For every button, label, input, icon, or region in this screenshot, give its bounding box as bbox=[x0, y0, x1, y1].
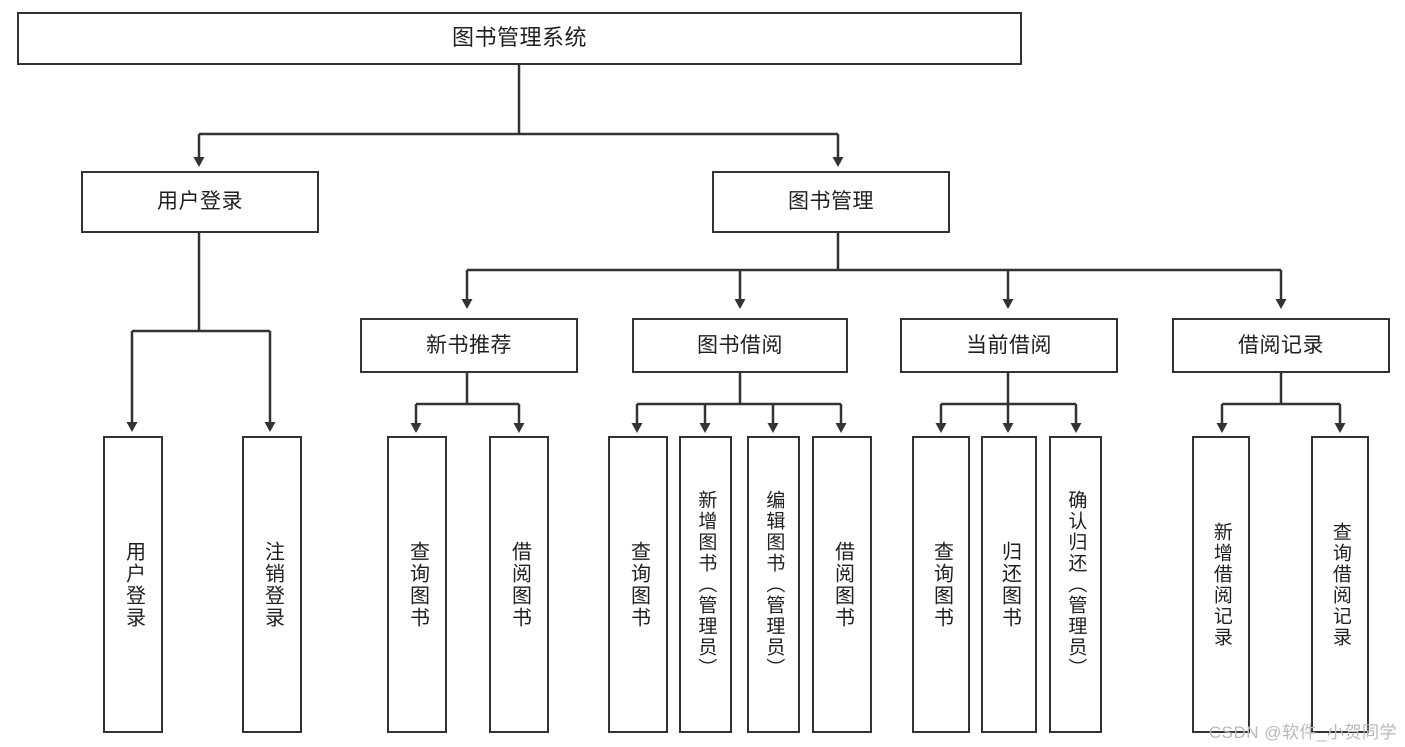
node-leaf-query-book-1-label: 查询图书 bbox=[406, 540, 429, 629]
node-new-book-rec[interactable]: 新书推荐 bbox=[360, 318, 578, 373]
node-root[interactable]: 图书管理系统 bbox=[17, 12, 1022, 65]
node-leaf-add-book-label: 新增图书（管理员） bbox=[695, 490, 717, 679]
node-book-borrow[interactable]: 图书借阅 bbox=[632, 318, 848, 373]
node-borrow-record-label: 借阅记录 bbox=[1238, 333, 1324, 357]
node-leaf-query-book-2-label: 查询图书 bbox=[627, 540, 650, 629]
node-leaf-return-book-label: 归还图书 bbox=[998, 540, 1021, 629]
node-leaf-logout[interactable]: 注销登录 bbox=[242, 436, 302, 733]
node-leaf-user-login-label: 用户登录 bbox=[122, 540, 145, 629]
node-leaf-query-record[interactable]: 查询借阅记录 bbox=[1311, 436, 1369, 733]
node-leaf-confirm-return-label: 确认归还（管理员） bbox=[1065, 490, 1087, 679]
node-user-login-label: 用户登录 bbox=[157, 190, 243, 214]
node-book-manage[interactable]: 图书管理 bbox=[712, 171, 950, 233]
csdn-watermark: CSDN @软件_小贺同学 bbox=[1208, 723, 1397, 742]
node-borrow-record[interactable]: 借阅记录 bbox=[1172, 318, 1390, 373]
node-leaf-return-book[interactable]: 归还图书 bbox=[981, 436, 1037, 733]
node-leaf-edit-book[interactable]: 编辑图书（管理员） bbox=[747, 436, 800, 733]
node-leaf-query-book-3[interactable]: 查询图书 bbox=[912, 436, 970, 733]
node-leaf-confirm-return[interactable]: 确认归还（管理员） bbox=[1049, 436, 1102, 733]
node-leaf-edit-book-label: 编辑图书（管理员） bbox=[763, 490, 785, 679]
node-root-label: 图书管理系统 bbox=[451, 25, 587, 51]
node-leaf-user-login[interactable]: 用户登录 bbox=[103, 436, 163, 733]
node-leaf-add-record[interactable]: 新增借阅记录 bbox=[1192, 436, 1250, 733]
node-current-borrow[interactable]: 当前借阅 bbox=[900, 318, 1118, 373]
node-leaf-query-book-1[interactable]: 查询图书 bbox=[387, 436, 447, 733]
node-book-borrow-label: 图书借阅 bbox=[697, 333, 783, 357]
node-leaf-borrow-book-1-label: 借阅图书 bbox=[508, 540, 531, 629]
node-leaf-borrow-book-2[interactable]: 借阅图书 bbox=[812, 436, 872, 733]
node-leaf-logout-label: 注销登录 bbox=[261, 540, 284, 629]
node-leaf-borrow-book-2-label: 借阅图书 bbox=[831, 540, 854, 629]
node-leaf-query-record-label: 查询借阅记录 bbox=[1329, 521, 1351, 648]
node-user-login[interactable]: 用户登录 bbox=[81, 171, 319, 233]
node-leaf-query-book-2[interactable]: 查询图书 bbox=[608, 436, 668, 733]
node-leaf-add-record-label: 新增借阅记录 bbox=[1210, 521, 1232, 648]
node-leaf-add-book[interactable]: 新增图书（管理员） bbox=[679, 436, 732, 733]
node-current-borrow-label: 当前借阅 bbox=[966, 333, 1052, 357]
node-leaf-borrow-book-1[interactable]: 借阅图书 bbox=[489, 436, 549, 733]
node-book-manage-label: 图书管理 bbox=[788, 190, 874, 214]
node-leaf-query-book-3-label: 查询图书 bbox=[930, 540, 953, 629]
node-new-book-rec-label: 新书推荐 bbox=[426, 333, 512, 357]
